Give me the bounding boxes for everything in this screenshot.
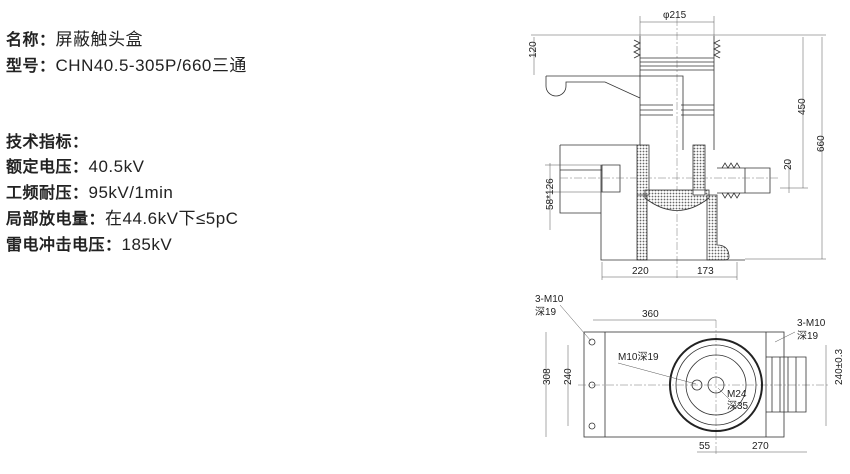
svg-text:308: 308 [542,368,553,385]
svg-text:240±0.3: 240±0.3 [834,348,845,385]
front-view: φ215 120 450 660 20 58*126 220 173 [528,10,827,280]
svg-text:120: 120 [528,41,539,58]
svg-text:660: 660 [816,135,827,152]
svg-text:深35: 深35 [727,400,749,412]
svg-text:270: 270 [752,441,769,452]
svg-text:3-M10: 3-M10 [535,294,564,305]
svg-text:240: 240 [563,368,574,385]
svg-text:深19: 深19 [797,330,819,342]
product-name: 名称：屏蔽触头盒 [6,30,144,49]
svg-text:173: 173 [697,266,714,277]
svg-text:55: 55 [699,441,711,452]
svg-text:φ215: φ215 [663,10,687,21]
spec-power-frequency: 工频耐压：95kV/1min [6,183,174,202]
spec-lightning-impulse: 雷电冲击电压：185kV [6,235,173,254]
svg-text:360: 360 [642,309,659,320]
spec-rated-voltage: 额定电压：40.5kV [6,157,145,176]
svg-text:450: 450 [797,98,808,115]
svg-text:深19: 深19 [535,306,557,318]
svg-text:58*126: 58*126 [545,178,556,210]
svg-text:M24: M24 [727,389,747,400]
svg-text:M10深19: M10深19 [618,351,659,363]
specs-heading: 技术指标： [6,132,89,151]
spec-partial-discharge: 局部放电量：在44.6kV下≤5pC [6,209,239,228]
svg-text:3-M10: 3-M10 [797,318,826,329]
svg-text:20: 20 [783,158,794,170]
svg-text:220: 220 [632,266,649,277]
product-model: 型号：CHN40.5-305P/660三通 [6,56,247,75]
